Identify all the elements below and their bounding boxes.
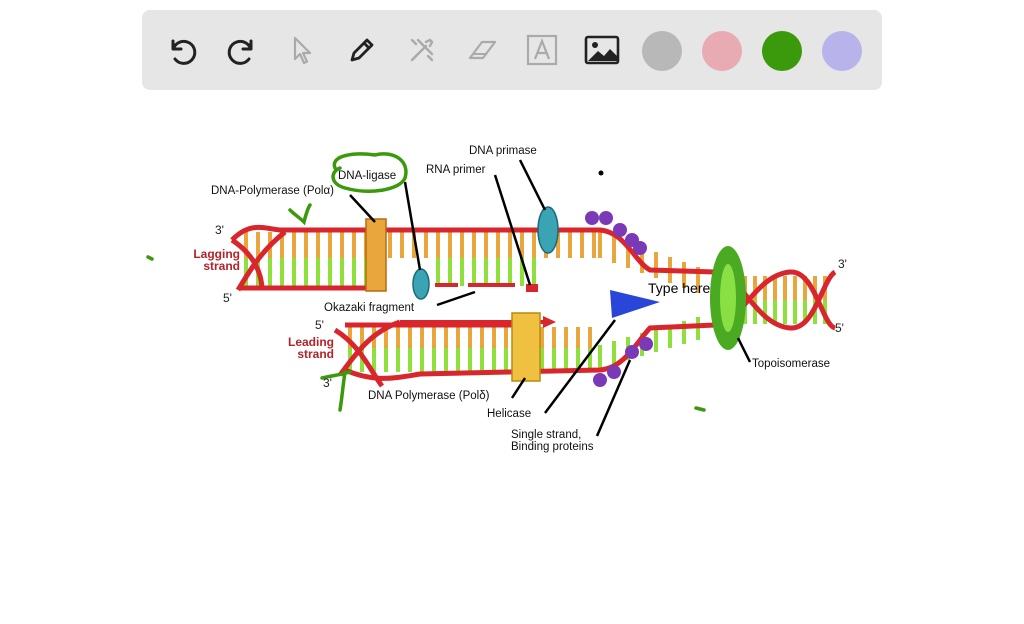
- pen-icon: [350, 38, 374, 62]
- ssb-protein: [607, 365, 621, 379]
- image-icon: [584, 35, 620, 65]
- parent-helix-base-pairs: [743, 276, 827, 324]
- text-icon: [526, 34, 558, 66]
- ssb-protein: [613, 223, 627, 237]
- prime-lagging-3: 3': [215, 223, 224, 237]
- lagging-backbone-top: [230, 225, 716, 275]
- select-button[interactable]: [282, 30, 322, 70]
- label-topoisomerase: Topoisomerase: [752, 358, 830, 370]
- rna-primer-block: [526, 284, 538, 292]
- tools-button[interactable]: [402, 30, 442, 70]
- redo-icon: [227, 39, 253, 65]
- label-dna-polymerase-alpha: DNA-Polymerase (Polα): [211, 185, 334, 197]
- label-dna-primase: DNA primase: [469, 145, 537, 157]
- dna-polymerase-delta: [511, 312, 541, 382]
- leading-strand-base-pairs: [348, 327, 592, 372]
- ssb-protein: [625, 345, 639, 359]
- dna-ligase: [412, 268, 430, 300]
- prime-right-3: 3': [838, 257, 847, 271]
- tools-icon: [410, 38, 434, 62]
- prime-right-5: 5': [835, 321, 844, 335]
- pen-button[interactable]: [342, 30, 382, 70]
- label-okazaki-fragment: Okazaki fragment: [324, 302, 415, 314]
- redo-button[interactable]: [222, 30, 262, 70]
- text-input-box[interactable]: Type here: [648, 280, 711, 296]
- ssb-protein: [593, 373, 607, 387]
- ssb-protein: [599, 211, 613, 225]
- eraser-button[interactable]: [462, 30, 502, 70]
- label-dna-polymerase-delta: DNA Polymerase (Polδ): [368, 390, 490, 402]
- text-button[interactable]: [522, 30, 562, 70]
- dna-polymerase-alpha: [365, 218, 387, 292]
- eraser-icon: [468, 40, 497, 60]
- green-ink-annotations: [146, 152, 706, 412]
- prime-leading-5: 5': [315, 318, 324, 332]
- drawing-toolbar: [142, 10, 882, 90]
- ssb-proteins: [585, 211, 653, 387]
- color-swatch-pink[interactable]: [702, 31, 742, 71]
- prime-leading-3: 3': [323, 376, 332, 390]
- label-ssb: Single strand,Binding proteins: [511, 429, 594, 453]
- callout-lines: [349, 159, 752, 437]
- left-helix-twist: [230, 230, 287, 292]
- color-swatch-lavender[interactable]: [822, 31, 862, 71]
- color-swatch-gray[interactable]: [642, 31, 682, 71]
- color-swatch-green[interactable]: [762, 31, 802, 71]
- dna-primase: [537, 206, 559, 254]
- label-helicase: Helicase: [487, 408, 532, 420]
- ssb-protein: [633, 241, 647, 255]
- undo-icon: [171, 39, 197, 65]
- helicase: [610, 290, 660, 318]
- ssb-protein: [639, 337, 653, 351]
- undo-button[interactable]: [162, 30, 202, 70]
- prime-lagging-5: 5': [223, 291, 232, 305]
- label-dna-ligase: DNA-ligase: [338, 170, 397, 182]
- select-pointer-icon: [293, 36, 312, 65]
- ssb-protein: [585, 211, 599, 225]
- leading-helix-twist: [333, 319, 401, 388]
- leading-arrow-head: [543, 316, 556, 328]
- image-button[interactable]: [582, 30, 622, 70]
- label-rna-primer: RNA primer: [426, 164, 486, 176]
- leading-backbone-bottom: [344, 322, 716, 381]
